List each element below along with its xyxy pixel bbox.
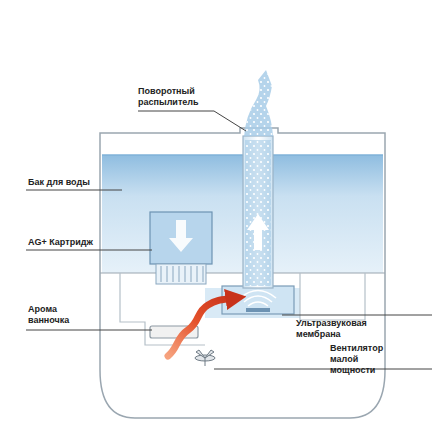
- mist-plume: [244, 70, 273, 136]
- part-label: AG+ Картридж: [28, 237, 93, 248]
- mist-arrow: [247, 214, 269, 250]
- mist-dots: [245, 140, 271, 286]
- ag-cartridge: [150, 212, 212, 264]
- mist-dots: [245, 140, 271, 286]
- part-label: Арома ванночка: [28, 304, 80, 326]
- part-label: Поворотный распылитель: [138, 86, 204, 108]
- filter-slat: [203, 266, 204, 282]
- part-label: Вентилятор малой мощности: [330, 343, 400, 375]
- part-label: Ультразвуковая мембрана: [296, 318, 376, 340]
- part-label: Бак для воды: [28, 177, 90, 188]
- filter-slat: [191, 266, 192, 282]
- cartridge-filter: [156, 264, 206, 284]
- filter-slat: [173, 266, 174, 282]
- filter-slat: [179, 266, 180, 282]
- mist-plume-dots: [244, 70, 273, 136]
- fan: [195, 350, 215, 366]
- cartridge-arrow: [169, 220, 193, 252]
- membrane: [246, 308, 270, 312]
- filter-slat: [167, 266, 168, 282]
- filter-slat: [185, 266, 186, 282]
- filter-slat: [197, 266, 198, 282]
- leader-lines: [26, 111, 432, 369]
- mist-tube: [243, 136, 273, 288]
- air-flow: [168, 298, 236, 356]
- filter-slat: [161, 266, 162, 282]
- ultrasonic-waves: [240, 291, 276, 307]
- filter-slats: [161, 266, 203, 282]
